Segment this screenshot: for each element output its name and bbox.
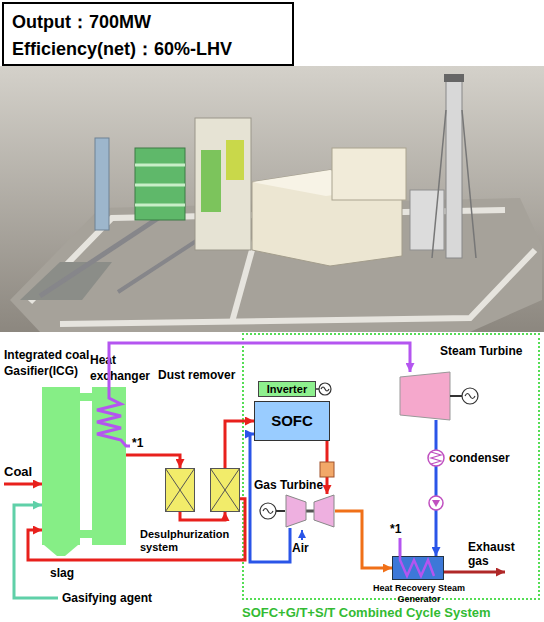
- node-label: Inverter: [259, 382, 315, 396]
- generator-symbol: [462, 388, 478, 404]
- sine-symbol: [465, 394, 475, 399]
- vessel-cross: [211, 469, 240, 512]
- hrsg-coil: [400, 556, 434, 576]
- sofc-box: SOFC: [254, 401, 330, 441]
- gas-turbine: Gas Turbine: [285, 494, 335, 528]
- callout-label: Coal: [4, 464, 32, 480]
- gasifying-agent-arrow: [14, 505, 58, 598]
- flow-line: [435, 420, 438, 556]
- turbine-body: [400, 372, 450, 420]
- sine-symbol: [263, 509, 273, 514]
- vessel-cross: [166, 469, 195, 512]
- callout-label: Exhaust gas: [468, 540, 523, 568]
- node-label: Heat Recovery Steam Generator: [371, 583, 467, 605]
- shaft: [276, 510, 285, 512]
- vessel-body: [166, 469, 195, 512]
- callout-label: Air: [292, 541, 309, 555]
- callout-label: slag: [50, 566, 74, 580]
- structure-stripe: [135, 184, 185, 187]
- inverter-box: Inverter: [258, 381, 316, 397]
- hrsg-unit: [410, 190, 444, 250]
- stack-lattice: [462, 110, 476, 258]
- stack-cap: [444, 74, 464, 82]
- slag-funnel: [44, 545, 78, 556]
- callout-label: condenser: [449, 451, 510, 465]
- gasifier-joint: [80, 530, 92, 538]
- callout-label: Gasifying agent: [62, 591, 152, 605]
- node-label: SOFC: [255, 402, 329, 440]
- road: [60, 250, 535, 324]
- flow-line: [28, 499, 245, 560]
- node-label: Steam Turbine: [440, 344, 522, 358]
- node-label: Gas Turbine: [254, 478, 323, 492]
- xbox-outline: [165, 468, 195, 512]
- node-label: Efficiency(net)：60%-LHV: [12, 38, 232, 60]
- vessel-cross: [166, 469, 195, 512]
- gt-outline: [285, 494, 335, 528]
- gasifier-building: [195, 118, 251, 250]
- gasifier-detail: [226, 140, 244, 180]
- exhaust-arrow: [444, 571, 505, 574]
- pump-symbol: [429, 496, 443, 510]
- node-label: Heat exchanger: [90, 352, 154, 384]
- flow-line: [335, 511, 392, 568]
- steam-turbine: Steam Turbine: [400, 372, 450, 420]
- shaft: [450, 395, 462, 397]
- callout-label: *1: [132, 436, 143, 450]
- desulphurization-unit: Desulphurization system: [165, 468, 195, 512]
- flow-line: [180, 512, 225, 520]
- gasifier-detail: [201, 150, 221, 212]
- flow-line: [126, 455, 180, 468]
- node-label: SOFC+G/T+S/T Combined Cycle System: [242, 605, 491, 620]
- xbox-outline: [210, 468, 240, 512]
- callout-label: *1: [390, 522, 401, 536]
- st-outline: [400, 372, 450, 420]
- condenser-coil: [431, 452, 441, 464]
- flow-line: [109, 343, 410, 387]
- structure-stripe: [135, 164, 185, 167]
- stack-lattice: [432, 110, 446, 258]
- node-label: Dust remover: [158, 368, 235, 382]
- vessel-body: [211, 469, 240, 512]
- render-background: [0, 66, 544, 332]
- gasifier-vessel: Integrated coal Gasifier(ICG): [42, 387, 80, 545]
- vessel-cross: [211, 469, 240, 512]
- system-boundary: SOFC+G/T+S/T Combined Cycle SystemInvert…: [242, 333, 540, 600]
- spec-box: Output：700MW Efficiency(net)：60%-LHV: [2, 2, 294, 66]
- stack: [446, 78, 462, 258]
- air-inlet-arrow: [301, 530, 303, 540]
- node-label: Output：700MW: [12, 11, 151, 33]
- turbine-hall: [332, 148, 406, 200]
- structure-stripe: [135, 204, 185, 207]
- green-structure: [135, 148, 185, 220]
- pump-arrow: [432, 500, 440, 507]
- flow-line: [250, 434, 290, 562]
- steam-line: [399, 538, 402, 556]
- node-label: Desulphurization system: [140, 528, 240, 554]
- combustor: [320, 462, 334, 477]
- coal-feed-arrow: [4, 483, 42, 486]
- tower: [95, 138, 109, 230]
- gasifier-joint: [80, 393, 92, 401]
- condenser-symbol: [428, 450, 444, 466]
- compressor-body: [286, 495, 306, 527]
- heat-exchanger-coil: [97, 387, 130, 446]
- generator-symbol: [319, 383, 331, 395]
- sine-symbol: [321, 387, 329, 391]
- turbine-body: [314, 495, 334, 527]
- generator-symbol: [260, 503, 276, 519]
- dust-remover-unit: Dust remover: [210, 468, 240, 512]
